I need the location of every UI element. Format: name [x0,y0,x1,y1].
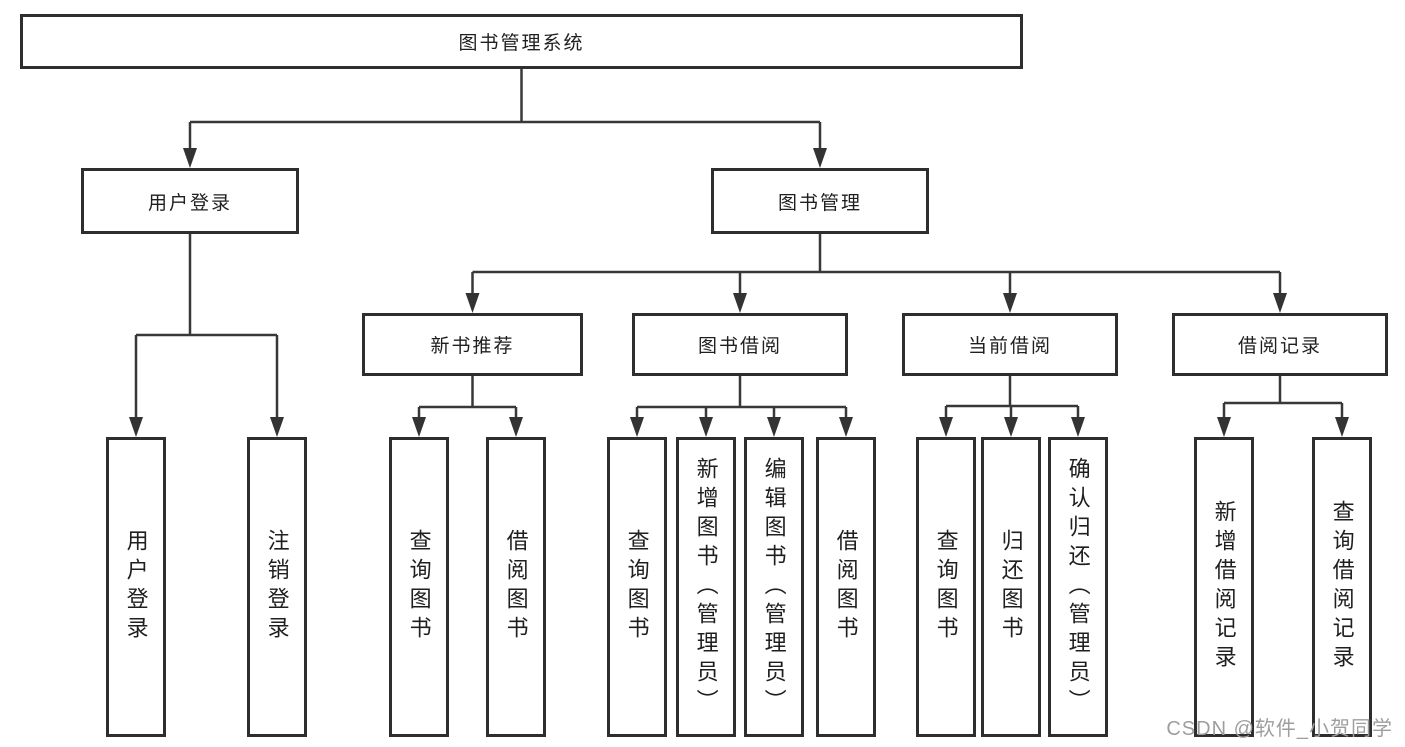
node-query-books: 查询图书 [389,437,449,737]
node-label: 当前借阅 [967,336,1052,357]
node-label: 新书推荐 [430,336,515,357]
node-edit-books-admin: 编辑图书（管理员） [744,437,804,737]
node-query-books: 查询图书 [916,437,976,737]
node-label: 查询借阅记录 [1329,500,1355,674]
node-label: 借阅记录 [1237,336,1322,357]
node-label: 编辑图书（管理员） [761,456,787,718]
node-label: 查询图书 [406,529,432,645]
node-query-books: 查询图书 [607,437,667,737]
csdn-watermark: CSDN @软件_小贺同学 [1166,718,1393,740]
node-borrow-books: 借阅图书 [486,437,546,737]
node-label: 新增图书（管理员） [693,456,719,718]
node-label: 图书借阅 [697,336,782,357]
node-label: 确认归还（管理员） [1065,456,1091,718]
node-add-borrow-record: 新增借阅记录 [1194,437,1254,737]
node-label: 借阅图书 [833,529,859,645]
node-current-borrowing: 当前借阅 [902,313,1118,376]
node-logout-leaf: 注销登录 [247,437,307,737]
node-label: 图书管理 [777,192,862,214]
node-label: 图书管理系统 [458,33,585,54]
node-label: 注销登录 [264,529,290,645]
node-label: 用户登录 [147,192,232,214]
node-add-books-admin: 新增图书（管理员） [676,437,736,737]
node-label: 用户登录 [123,529,149,645]
node-confirm-return-admin: 确认归还（管理员） [1048,437,1108,737]
node-label: 查询图书 [624,529,650,645]
node-label: 借阅图书 [503,529,529,645]
node-book-management: 图书管理 [711,168,929,234]
node-book-borrowing: 图书借阅 [632,313,848,376]
node-label: 查询图书 [933,529,959,645]
node-label: 新增借阅记录 [1211,500,1237,674]
node-borrowing-records: 借阅记录 [1172,313,1388,376]
node-return-books: 归还图书 [981,437,1041,737]
node-label: 归还图书 [998,529,1024,645]
node-new-book-recommend: 新书推荐 [362,313,583,376]
node-user-login: 用户登录 [81,168,299,234]
node-borrow-books: 借阅图书 [816,437,876,737]
node-query-borrow-record: 查询借阅记录 [1312,437,1372,737]
node-library-system: 图书管理系统 [20,14,1023,69]
node-user-login-leaf: 用户登录 [106,437,166,737]
